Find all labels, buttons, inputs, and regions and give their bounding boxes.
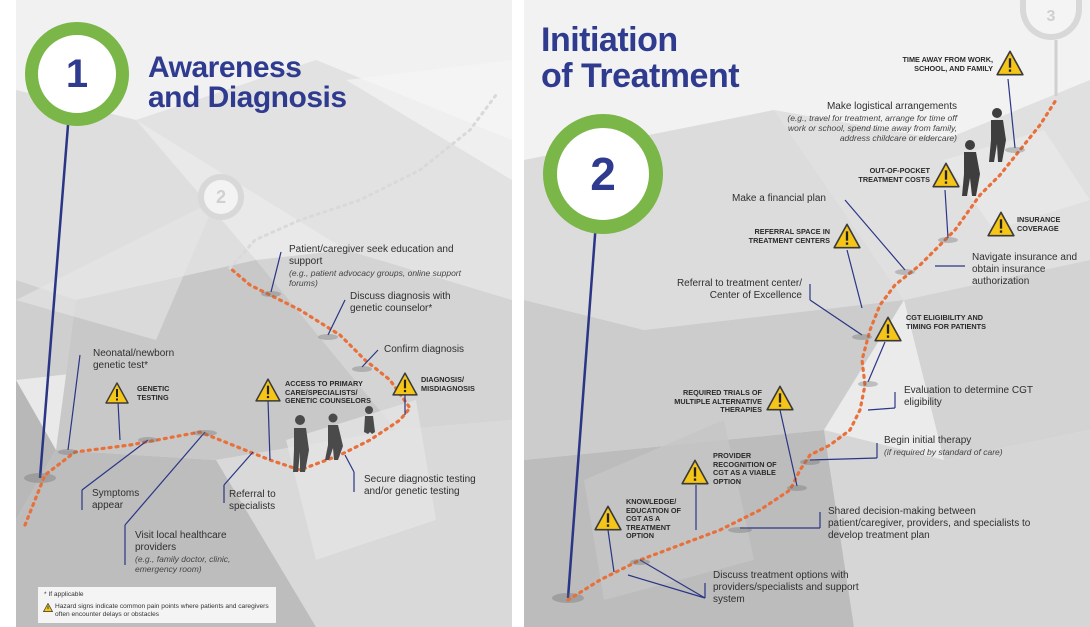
- step-3-marker-number: 3: [1046, 8, 1056, 25]
- hazard-genetic-testing: GENETIC TESTING: [137, 384, 170, 402]
- panel2-title: Initiation of Treatment: [541, 21, 740, 95]
- label-navigate-insurance: Navigate insurance and obtain insurance …: [972, 252, 1078, 287]
- label-referral-center: Referral to treatment center/ Center of …: [676, 278, 802, 301]
- hazard-warning-icon: [833, 223, 861, 249]
- panel1-title-line1: Awareness: [148, 51, 302, 84]
- hazard-warning-icon: [766, 385, 794, 411]
- step-2-ring: 2: [543, 114, 663, 234]
- step-2-marker-number: 2: [215, 186, 226, 207]
- label-logistics: Make logistical arrangements(e.g., trave…: [787, 101, 957, 143]
- label-shared-decision: Shared decision-making between patient/c…: [828, 506, 1031, 541]
- label-initial-therapy: Begin initial therapy(if required by sta…: [884, 435, 1003, 457]
- hazard-required-trials: REQUIRED TRIALS OF MULTIPLE ALTERNATIVE …: [674, 388, 762, 415]
- hazard-warning-icon: [43, 603, 53, 612]
- panel2-title-line1: Initiation: [541, 21, 678, 59]
- hazard-warning-icon: [392, 372, 418, 396]
- hazard-time-away: TIME AWAY FROM WORK, SCHOOL, AND FAMILY: [902, 55, 993, 73]
- panel2-title-line2: of Treatment: [541, 57, 740, 95]
- hazard-knowledge-education: KNOWLEDGE/ EDUCATION OF CGT AS A TREATME…: [626, 497, 681, 541]
- footnote-if-applicable: * If applicable: [44, 591, 84, 598]
- hazard-warning-icon: [681, 459, 709, 485]
- step-2-marker: 2: [198, 174, 244, 220]
- label-secure-testing: Secure diagnostic testing and/or genetic…: [364, 474, 476, 497]
- label-neonatal-test: Neonatal/newborn genetic test*: [93, 348, 175, 371]
- step-1-ring: 1: [25, 22, 129, 126]
- hazard-diagnosis: DIAGNOSIS/ MISDIAGNOSIS: [421, 375, 475, 393]
- hazard-access-primary: ACCESS TO PRIMARY CARE/SPECIALISTS/ GENE…: [285, 379, 371, 406]
- label-evaluation: Evaluation to determine CGT eligibility: [904, 385, 1033, 408]
- hazard-warning-icon: [987, 211, 1015, 237]
- hazard-warning-icon: [996, 50, 1024, 76]
- panel1-title: Awareness and Diagnosis: [148, 53, 347, 113]
- hazard-warning-icon: [594, 505, 622, 531]
- label-visit-local: Visit local healthcare providers(e.g., f…: [135, 530, 231, 574]
- step-1-number: 1: [65, 51, 89, 96]
- hazard-insurance-coverage: INSURANCE COVERAGE: [1017, 215, 1061, 233]
- hazard-out-of-pocket: OUT-OF-POCKET TREATMENT COSTS: [858, 166, 930, 184]
- step-2-number: 2: [590, 148, 616, 200]
- hazard-warning-icon: [932, 162, 960, 188]
- hazard-warning-icon: [255, 378, 281, 402]
- label-discuss-counselor: Discuss diagnosis with genetic counselor…: [350, 291, 451, 314]
- label-financial-plan: Make a financial plan: [732, 193, 826, 204]
- label-symptoms-appear: Symptoms appear: [92, 488, 140, 511]
- label-confirm-diagnosis: Confirm diagnosis: [384, 344, 465, 355]
- footnote-box: * If applicable Hazard signs indicate co…: [38, 587, 276, 623]
- hazard-referral-space: REFERRAL SPACE IN TREATMENT CENTERS: [748, 227, 830, 245]
- footnote-hazard-note: Hazard signs indicate common pain points…: [55, 603, 269, 618]
- panel1-title-line2: and Diagnosis: [148, 81, 347, 114]
- label-discuss-options: Discuss treatment options with providers…: [713, 570, 859, 605]
- label-patient-education: Patient/caregiver seek education and sup…: [289, 244, 461, 288]
- hazard-warning-icon: [874, 316, 902, 342]
- label-referral-specialists: Referral to specialists: [229, 489, 276, 512]
- hazard-provider-recognition: PROVIDER RECOGNITION OF CGT AS A VIABLE …: [713, 451, 777, 486]
- hazard-cgt-eligibility: CGT ELIGIBILITY AND TIMING FOR PATIENTS: [906, 313, 986, 331]
- hazard-warning-icon: [105, 382, 129, 404]
